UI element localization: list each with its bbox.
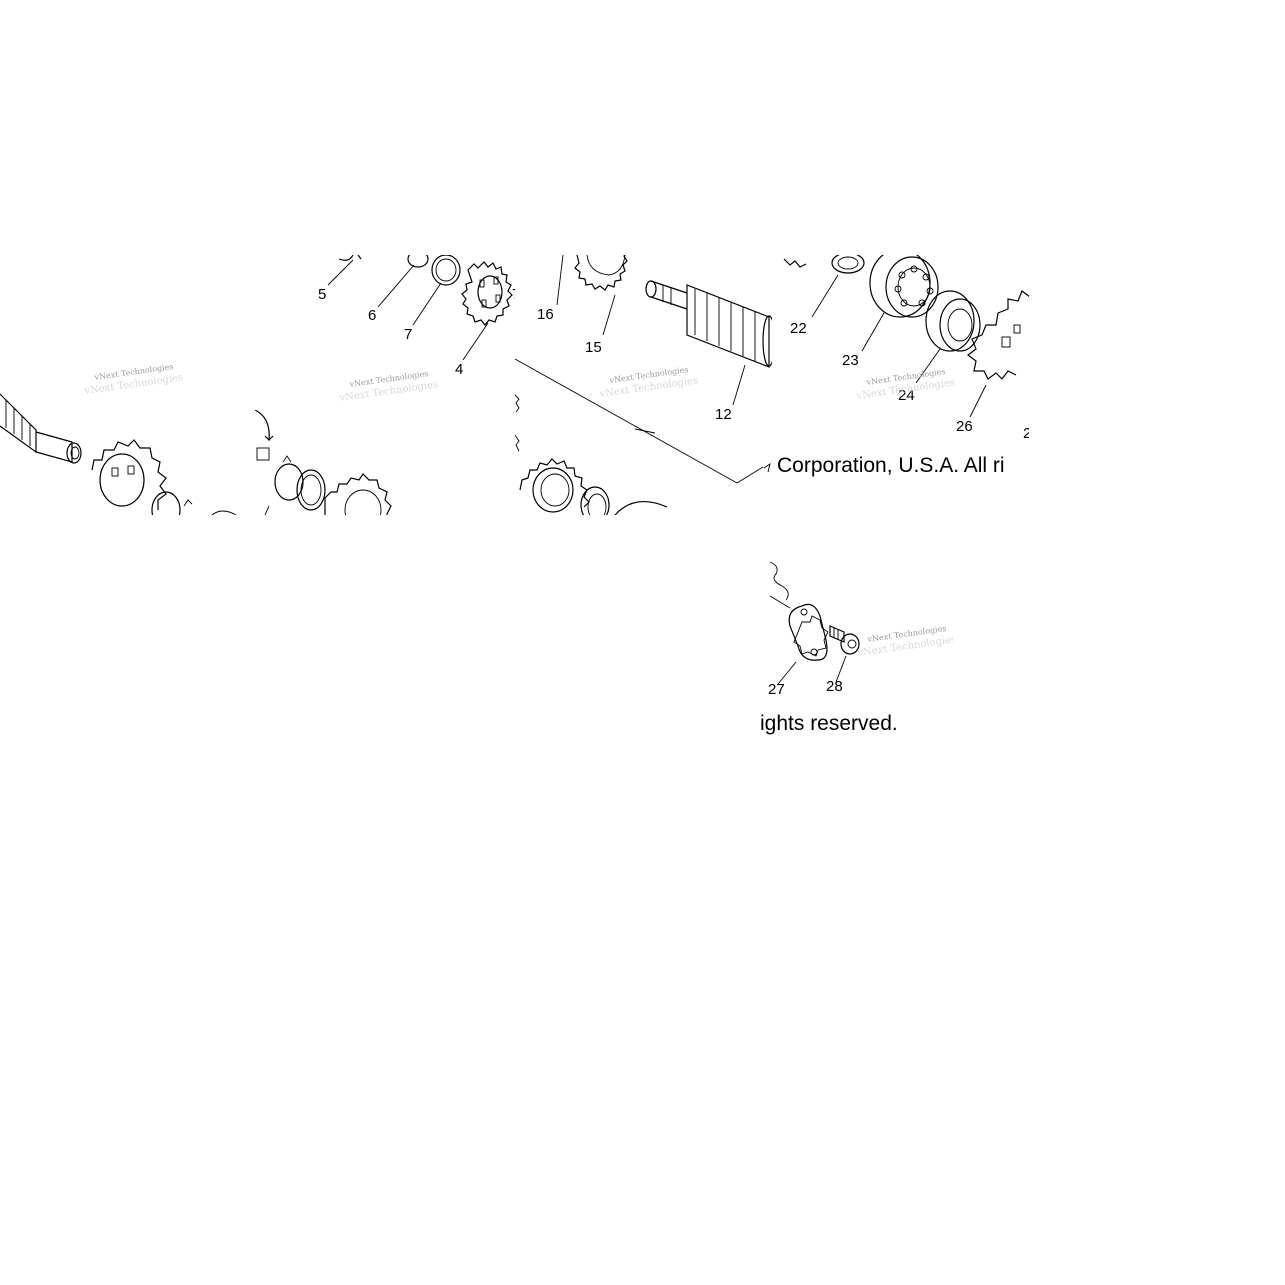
lock-plate-part-27	[788, 603, 829, 661]
break-line	[769, 561, 789, 601]
label-part-23: 23	[842, 352, 859, 369]
copyright-line-2: ights reserved.	[760, 712, 898, 735]
gear-part-4	[461, 261, 513, 326]
label-part-26: 26	[956, 418, 973, 435]
copyright-line-1-wrap: Corporation, U.S.A. All ri	[763, 454, 1005, 477]
washer-left	[151, 491, 181, 515]
gear-part-5-fragment	[338, 255, 362, 261]
gear-fragment-right	[783, 258, 807, 268]
tile-top-middle-drawing: 16 15 12 vNext Technologies vNext Techno…	[515, 255, 772, 515]
tile-top-middle: 16 15 12 vNext Technologies vNext Techno…	[515, 255, 772, 515]
bolt-part-28	[829, 625, 860, 655]
gear-part-15	[574, 255, 628, 291]
label-part-2x: 2	[1023, 425, 1029, 442]
label-part-7-second: 7	[512, 286, 515, 303]
label-part-12: 12	[715, 406, 732, 423]
gear-bottom-middle	[519, 458, 668, 515]
arrow-curve	[255, 410, 274, 442]
bearing-part-23	[869, 255, 939, 318]
label-part-5: 5	[318, 286, 326, 303]
label-part-24: 24	[898, 387, 915, 404]
shaft-part-12	[645, 280, 772, 368]
tile-mid-left: vNext Technologies vNext Technologies	[0, 350, 258, 515]
label-part-15: 15	[585, 339, 602, 356]
label-part-16: 16	[537, 306, 554, 323]
label-part-4: 4	[455, 361, 463, 378]
seal-part-24	[925, 290, 981, 352]
copyright-line-1: Corporation, U.S.A. All ri	[777, 454, 1005, 477]
gear-left-1	[91, 439, 167, 510]
tile-top-left: 5 6 7 4 7 vNext Technologies vNext Techn…	[258, 255, 515, 415]
sprocket-part-26	[967, 290, 1029, 380]
gear-mid	[324, 473, 392, 515]
tile-top-right: 22 23 24 26 2 vNext Technologies vNext T…	[772, 255, 1029, 455]
tile-mid-left-drawing: vNext Technologies vNext Technologies	[0, 362, 237, 515]
washer-part-22	[831, 255, 865, 274]
tile-mid-center	[255, 410, 400, 515]
label-part-22: 22	[790, 320, 807, 337]
label-part-27: 27	[768, 681, 785, 698]
label-part-28: 28	[826, 678, 843, 695]
tile-top-right-drawing: 22 23 24 26 2 vNext Technologies vNext T…	[783, 255, 1029, 442]
label-part-6: 6	[368, 307, 376, 324]
tile-top-left-drawing: 5 6 7 4 7 vNext Technologies vNext Techn…	[318, 255, 515, 404]
circlip-part-7	[431, 255, 461, 286]
tile-lower-right: 27 28 vNext Technologies vNext Technolog…	[768, 560, 953, 700]
copyright-line-2-wrap: ights reserved.	[760, 712, 898, 735]
washer-part-6	[407, 255, 429, 268]
tile-mid-center-drawing	[255, 410, 392, 515]
tile-lower-right-drawing: 27 28 vNext Technologies vNext Technolog…	[768, 561, 953, 698]
main-shaft	[0, 393, 82, 464]
circlip-mid	[274, 463, 304, 501]
washer-mid	[296, 469, 326, 511]
label-part-7: 7	[404, 326, 412, 343]
